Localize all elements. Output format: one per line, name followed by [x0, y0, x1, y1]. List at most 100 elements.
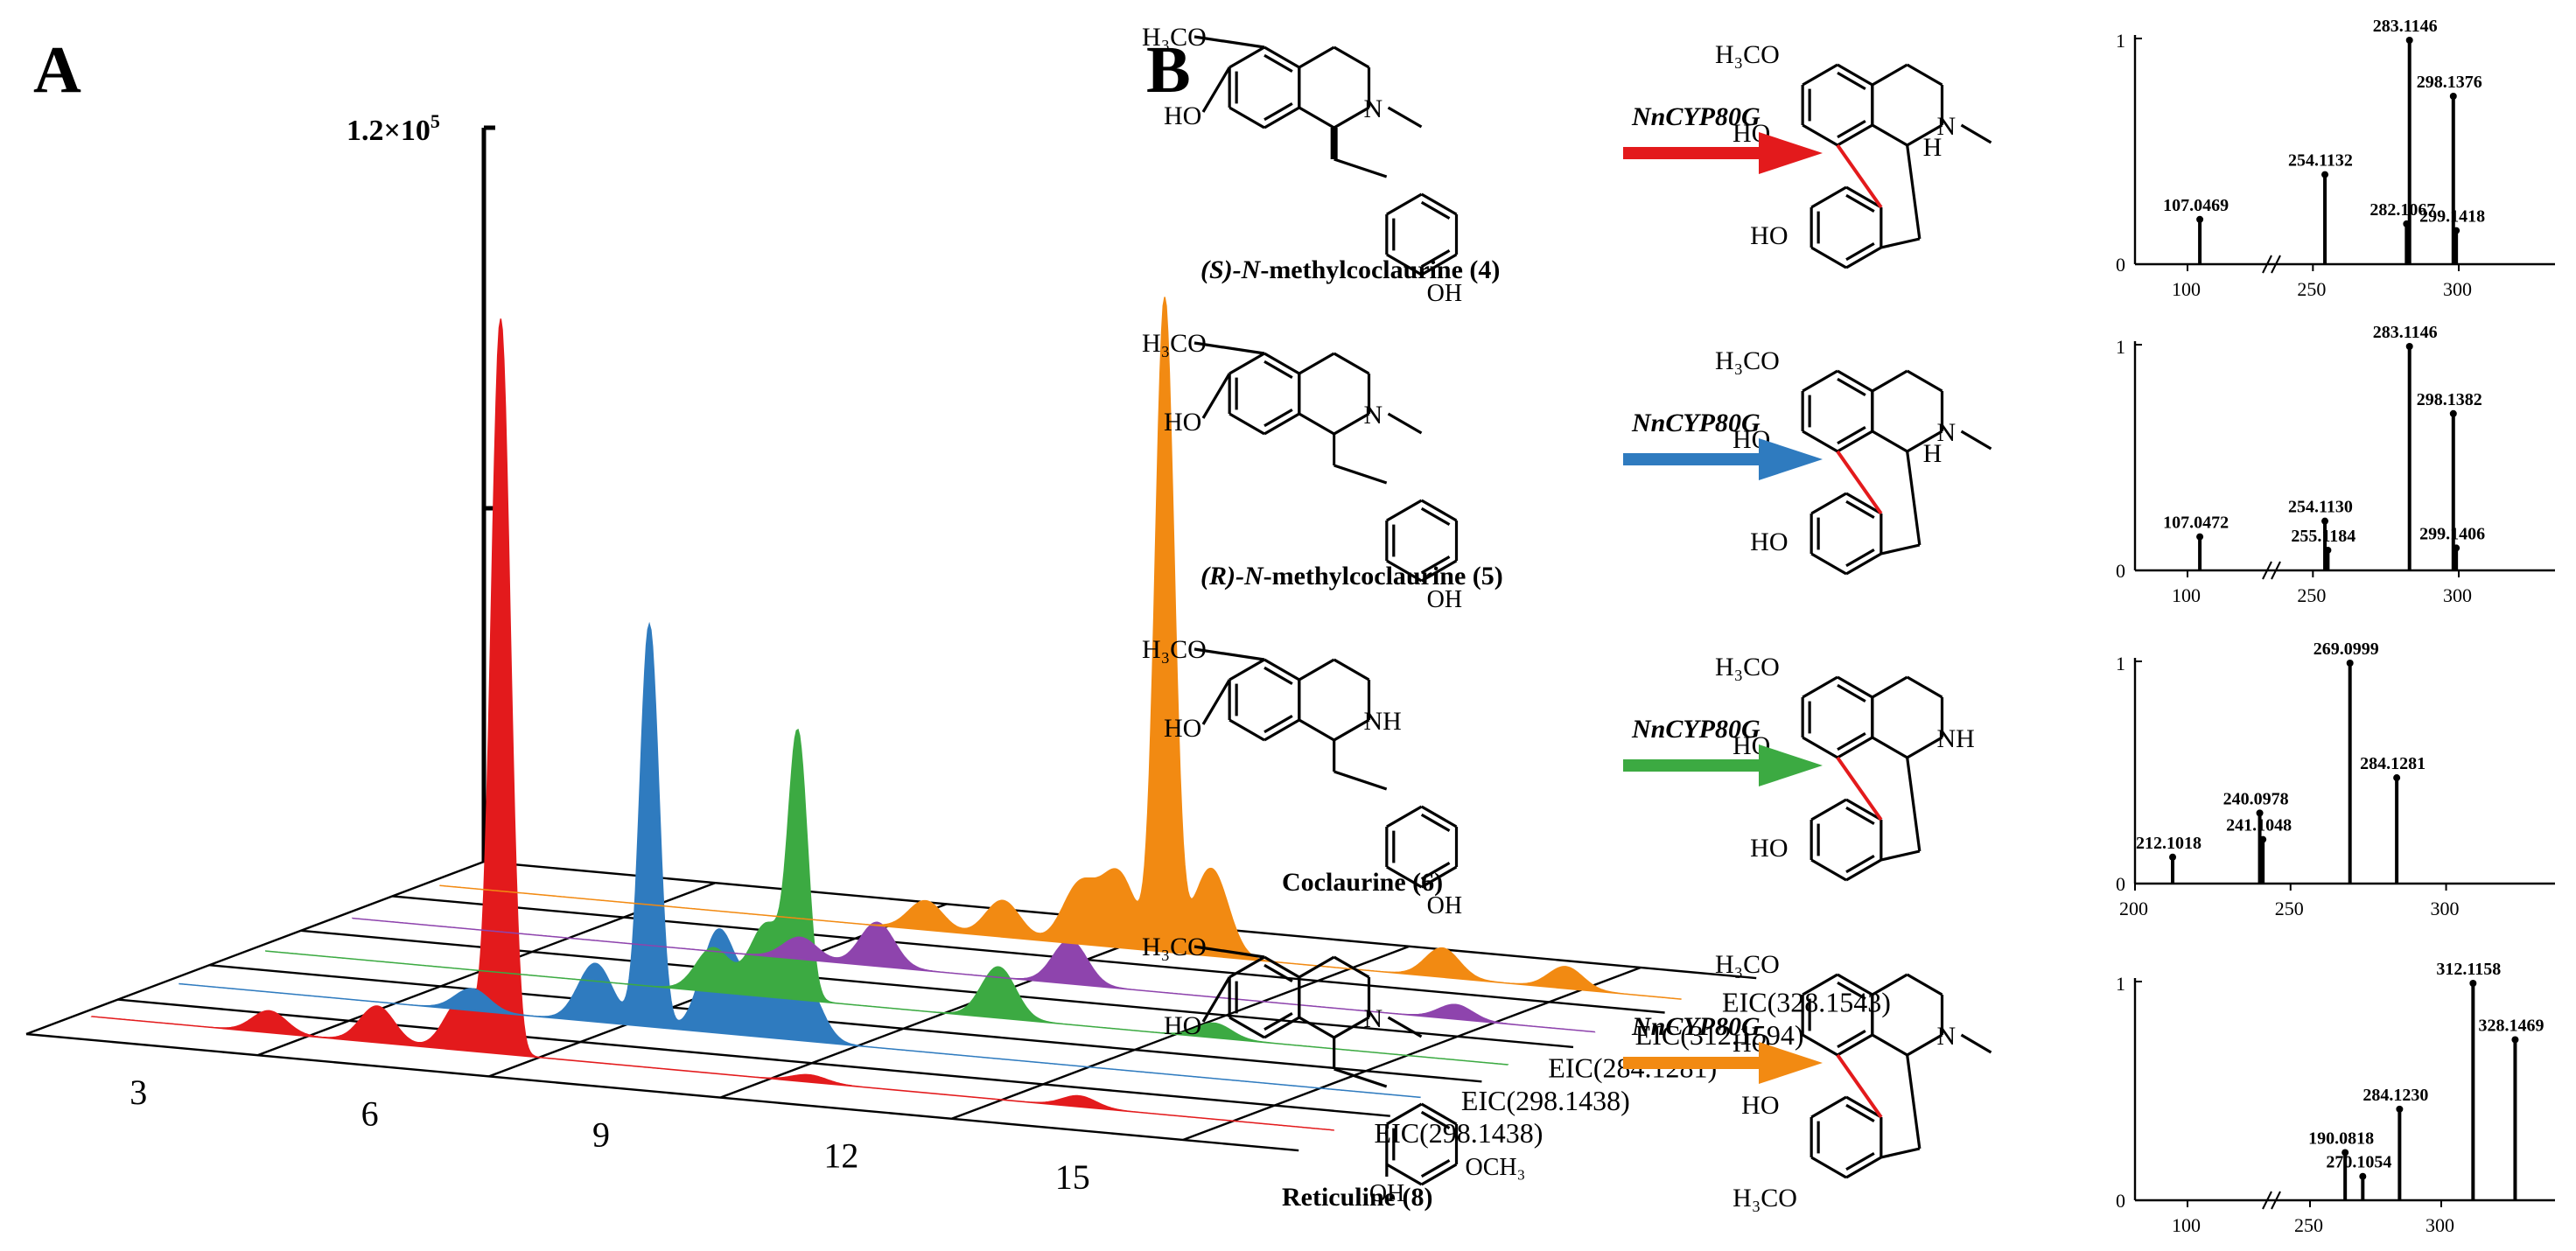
bond	[1872, 430, 1908, 453]
substituent-label: HO	[1741, 1091, 1779, 1120]
bond	[1810, 552, 1847, 576]
compound-name-text: Coclaurine (6)	[1282, 868, 1443, 897]
substituent-label: H₃CO	[1715, 40, 1780, 69]
bond	[1880, 543, 1921, 556]
x-tick-label: 100	[2172, 278, 2201, 300]
x-tick-label: 250	[2275, 898, 2304, 919]
peak-label: 284.1230	[2362, 1086, 2428, 1105]
bond	[1845, 492, 1882, 515]
bond	[1228, 412, 1265, 436]
compound-name: Coclaurine (6)	[1282, 868, 1443, 897]
arrow-shaft	[1623, 1057, 1763, 1069]
peak-marker	[2169, 853, 2177, 861]
bond	[1845, 858, 1882, 882]
arrow-head	[1759, 438, 1823, 480]
bond	[1386, 253, 1423, 276]
enzyme-label: NnCYP80G	[1631, 1012, 1760, 1041]
bond	[1386, 1102, 1423, 1126]
compound-name-text: -methylcoclaurine (5)	[1264, 562, 1503, 591]
bond	[1264, 1012, 1293, 1031]
compound-name: (R)-N-methylcoclaurine (5)	[1200, 562, 1503, 591]
x-tick-label: 100	[2172, 584, 2201, 606]
bond	[1194, 35, 1265, 49]
bond	[1845, 1156, 1882, 1179]
bond	[1420, 249, 1451, 269]
enzyme-label: NnCYP80G	[1631, 409, 1760, 437]
bond	[1264, 360, 1293, 379]
grid-line-time	[392, 895, 1665, 1014]
nitrogen-label: N	[1364, 94, 1383, 123]
peak-marker	[2359, 1172, 2367, 1180]
bond	[1906, 144, 1922, 240]
bond	[1264, 53, 1293, 73]
bond	[1845, 1095, 1882, 1119]
bond	[1906, 757, 1922, 852]
bond	[1810, 798, 1847, 821]
bond	[1802, 736, 1838, 759]
bond	[1420, 1163, 1458, 1186]
bond	[1333, 658, 1370, 681]
enzyme-label: NnCYP80G	[1631, 715, 1760, 744]
peak-marker	[2346, 660, 2354, 667]
bond	[1802, 123, 1838, 147]
bond	[1264, 718, 1300, 742]
substituent-label: H₃CO	[1732, 1184, 1797, 1213]
peak-label: 255.1184	[2291, 527, 2356, 546]
bond	[1298, 352, 1335, 375]
bond	[1333, 106, 1370, 129]
nitrogen-label: N	[1937, 1022, 1956, 1051]
peak-marker	[2449, 93, 2457, 100]
bond	[1845, 193, 1875, 213]
bond	[1845, 855, 1875, 874]
substituent-label: HO	[1164, 101, 1201, 130]
substituent-label: HO	[1164, 714, 1201, 743]
peak-marker	[2469, 980, 2477, 987]
y-tick-label: 1	[2116, 653, 2125, 674]
bond	[1837, 430, 1873, 453]
panel-label-b: B	[1146, 33, 1191, 107]
bond	[1201, 66, 1231, 113]
x-tick-label: 15	[1055, 1157, 1090, 1197]
bond	[1334, 464, 1388, 485]
peak-label: 283.1146	[2373, 323, 2438, 342]
bond	[1845, 549, 1875, 568]
bond	[1333, 352, 1370, 375]
bond	[1228, 718, 1265, 742]
bond	[1845, 798, 1882, 821]
peak-marker	[2321, 517, 2329, 525]
substituent-label: HO	[1750, 528, 1788, 556]
bond	[1420, 556, 1451, 575]
bond	[1837, 63, 1873, 87]
bond	[1810, 1095, 1847, 1119]
bond	[1264, 45, 1300, 69]
n-prefix: N	[1243, 562, 1264, 591]
y-tick-label: 0	[2116, 254, 2125, 276]
bond	[1228, 1016, 1265, 1039]
bond	[1802, 973, 1838, 996]
bond	[1387, 106, 1423, 129]
bond	[1264, 1016, 1300, 1039]
bond	[1837, 732, 1866, 751]
peak-label: 254.1130	[2288, 498, 2353, 517]
grid-line-time	[117, 998, 1390, 1117]
series-label: EIC(312.1594)	[1635, 1019, 1804, 1051]
peak-label: 282.1067	[2370, 200, 2435, 220]
bond	[1334, 157, 1388, 178]
bond	[1228, 955, 1265, 979]
substituent-label: HO	[1164, 1011, 1201, 1040]
x-tick-label: 300	[2426, 1214, 2454, 1236]
nitrogen-label: N	[1937, 418, 1956, 447]
peak-marker	[2405, 343, 2413, 350]
x-tick-label: 250	[2297, 584, 2326, 606]
bond	[1386, 192, 1423, 216]
x-tick-label: 300	[2431, 898, 2460, 919]
y-tick-label: 0	[2116, 873, 2125, 895]
axis-break	[2262, 1191, 2272, 1210]
bond	[1906, 973, 1943, 996]
bond	[1201, 373, 1231, 419]
bond	[1387, 1016, 1423, 1038]
